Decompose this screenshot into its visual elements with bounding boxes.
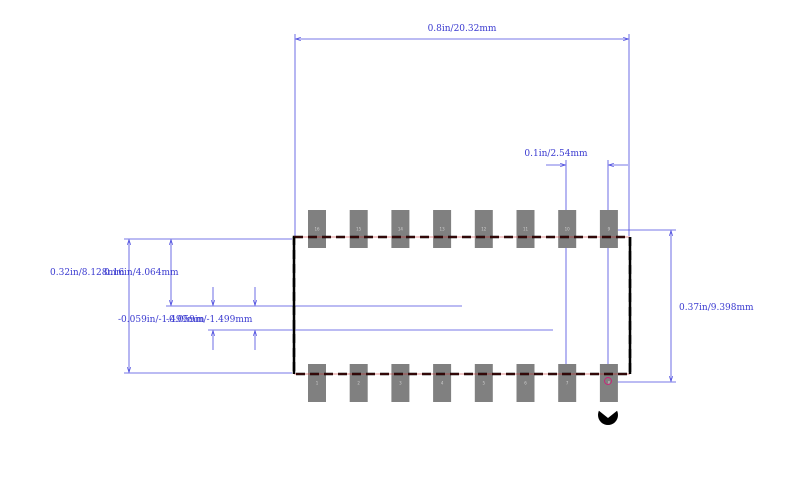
body-height-a-label: 0.32in/8.128mm: [50, 268, 125, 278]
top-pad-label: 14: [398, 227, 404, 232]
top-pad: [599, 210, 618, 248]
top-pad: [391, 210, 410, 248]
overall-height-dimension: 0.37in/9.398mm: [608, 229, 754, 383]
package-body: [292, 235, 632, 376]
top-pad-label: 13: [440, 227, 446, 232]
top-pad-label: 9: [608, 227, 611, 232]
offset-a-label: -0.059in/-1.499mm: [118, 315, 205, 325]
pin1-marker-icon: [598, 404, 618, 425]
bottom-pad-label: 4: [441, 381, 444, 386]
bottom-pad-label: 1: [316, 381, 319, 386]
top-pad: [433, 210, 452, 248]
top-pad: [516, 210, 535, 248]
bottom-pad-label: 8: [608, 381, 611, 386]
top-pad-label: 11: [523, 227, 529, 232]
overall-width-label: 0.8in/20.32mm: [428, 24, 497, 34]
overall-height-label: 0.37in/9.398mm: [679, 303, 754, 313]
bottom-pad-row: 1 2 3 4 5 6 7 8: [308, 364, 618, 402]
body-height-dimensions: 0.32in/8.128mm 0.16in/4.064mm -0.059in/-…: [50, 238, 553, 374]
top-pad: [558, 210, 577, 248]
top-pad-label: 12: [481, 227, 487, 232]
overall-width-dimension: 0.8in/20.32mm: [294, 24, 630, 236]
top-pad-label: 10: [565, 227, 571, 232]
body-height-b-label: 0.16in/4.064mm: [104, 268, 179, 278]
offset-b-label: -0.059in/-1.499mm: [166, 315, 253, 325]
top-pad-row: 16 15 14 13 12 11 10 9: [308, 210, 618, 248]
pin1-origin-circle: [604, 377, 612, 385]
pitch-dimension: 0.1in/2.54mm: [524, 149, 628, 383]
body-outline: [292, 235, 632, 376]
top-pad: [308, 210, 326, 248]
bottom-pad-label: 5: [483, 381, 486, 386]
top-pad-label: 15: [356, 227, 362, 232]
bottom-pad-label: 7: [566, 381, 569, 386]
top-pad: [474, 210, 493, 248]
top-pad-label: 16: [314, 227, 320, 232]
top-pad: [349, 210, 368, 248]
bottom-pad-label: 3: [399, 381, 402, 386]
bottom-pad-label: 6: [524, 381, 527, 386]
pitch-label: 0.1in/2.54mm: [524, 149, 588, 159]
bottom-pad-label: 2: [357, 381, 360, 386]
